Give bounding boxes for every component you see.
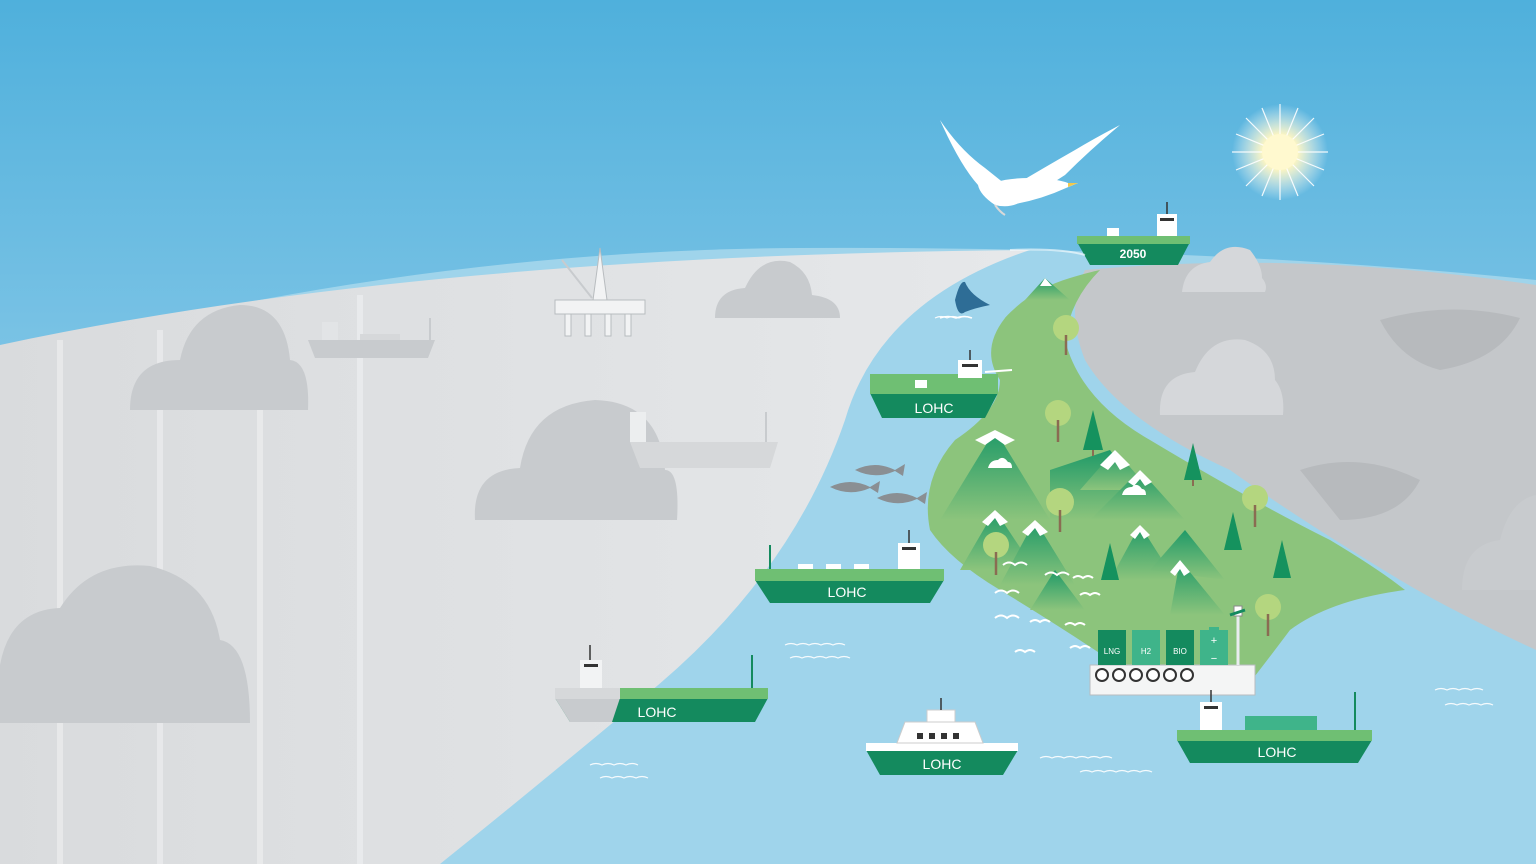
ferry-ship: LOHC — [866, 698, 1018, 775]
grey-tanker-ship — [308, 318, 435, 358]
grey-cargo-ship — [630, 412, 778, 468]
sea-waves — [589, 315, 1494, 779]
sun-icon — [1232, 104, 1328, 200]
small-cloud-icon — [988, 457, 1146, 495]
ship-label-lohc: LOHC — [923, 756, 962, 772]
battery-minus-icon: − — [1211, 653, 1217, 665]
battery-plus-icon: + — [1211, 635, 1217, 647]
ship-label-lohc: LOHC — [915, 400, 954, 416]
tank-h2-label: H2 — [1141, 647, 1152, 656]
lohc-ship-mid: LOHC — [755, 530, 944, 603]
oil-rig-icon — [554, 247, 646, 337]
ship-label-lohc: LOHC — [1258, 744, 1297, 760]
tank-lng-label: LNG — [1104, 647, 1120, 656]
ship-label-lohc: LOHC — [638, 704, 677, 720]
future-ship-2050: 2050 — [1077, 202, 1190, 265]
lohc-ship-lower-left: LOHC — [555, 645, 768, 722]
lohc-ship-lower-right: LOHC — [1177, 690, 1372, 763]
seagull-flock — [994, 561, 1101, 654]
tree-icon — [983, 315, 1291, 636]
ship-year-label: 2050 — [1120, 247, 1147, 261]
cloud-icon — [0, 246, 1536, 723]
port-terminal: LNG H2 BIO + − — [1089, 605, 1256, 696]
fish-icon — [830, 464, 927, 504]
ship-label-lohc: LOHC — [828, 584, 867, 600]
lohc-ship-upper: LOHC — [870, 350, 1013, 418]
tank-bio-label: BIO — [1173, 647, 1187, 656]
seagull-icon — [940, 120, 1120, 216]
